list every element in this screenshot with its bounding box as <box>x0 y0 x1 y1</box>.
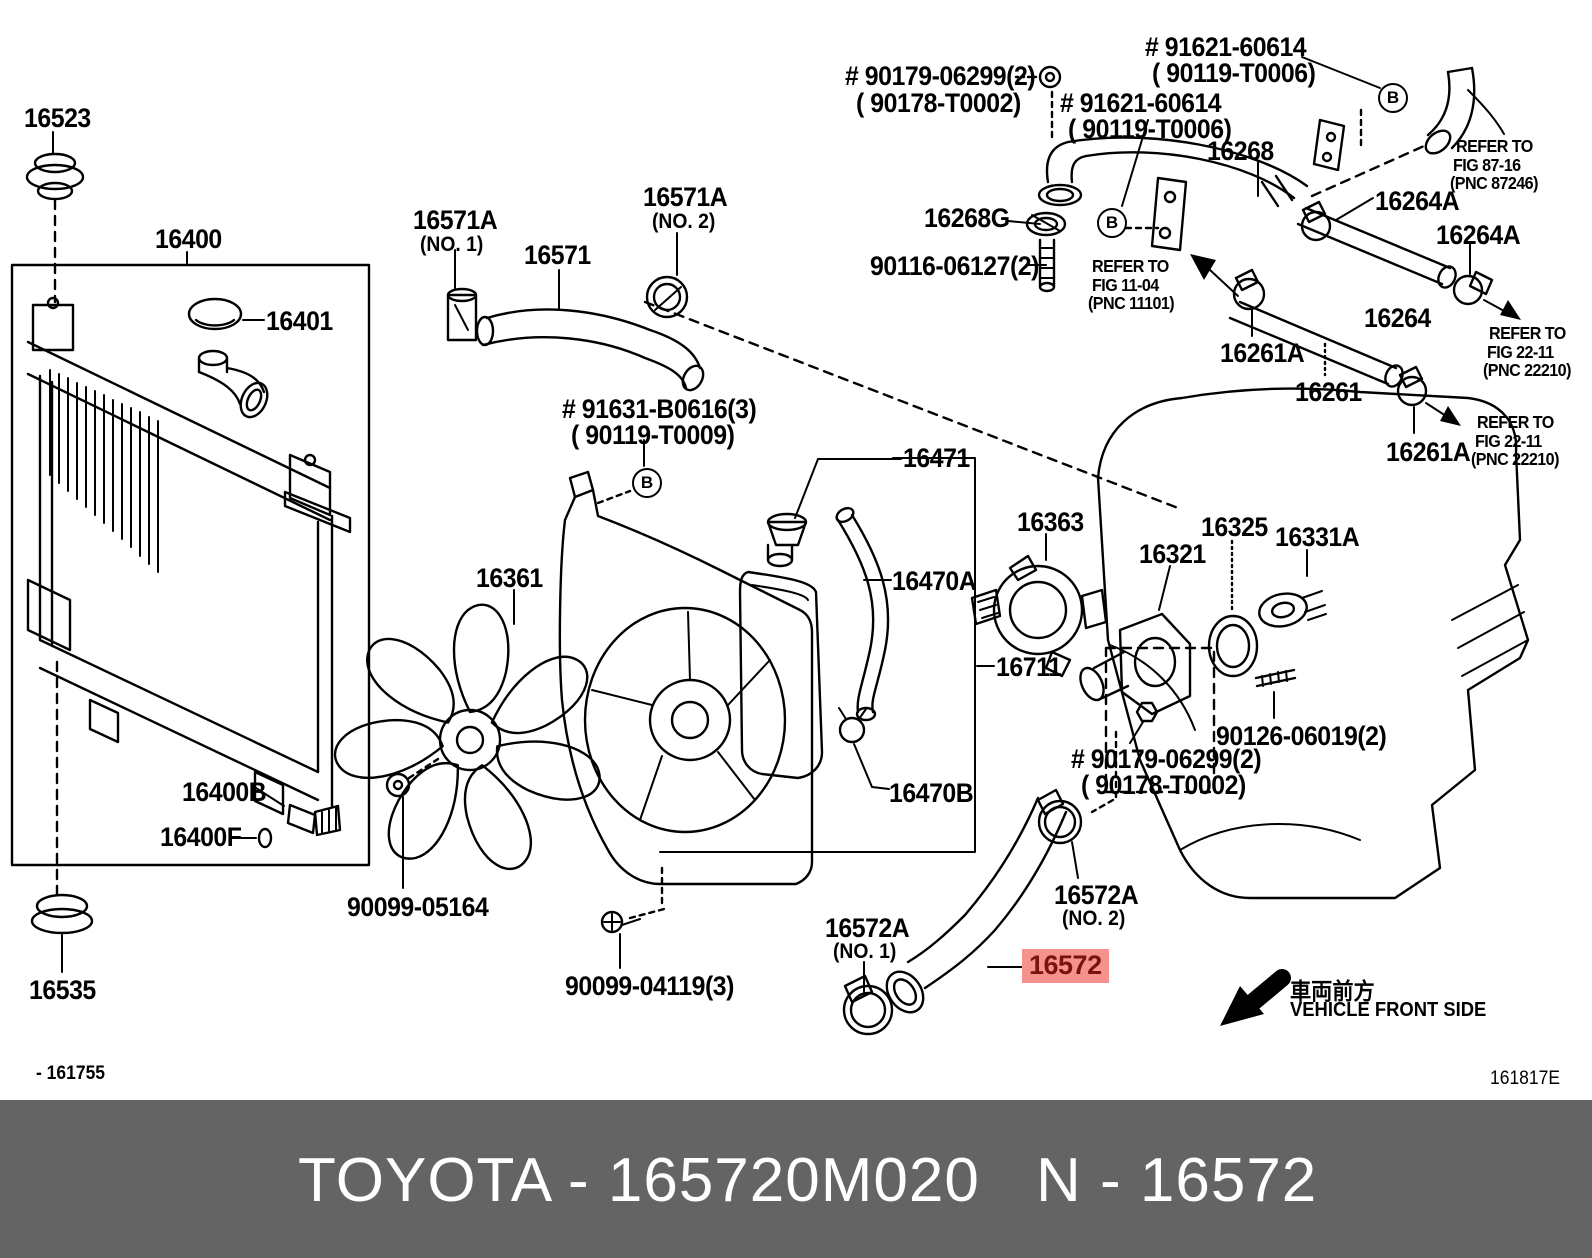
part-label-16571a-2: 16571A <box>643 182 728 212</box>
part-label-16261: 16261 <box>1295 377 1362 407</box>
part-label-90099-04119: 90099-04119(3) <box>565 971 734 1001</box>
footer-catalog-number: N - 16572 <box>1036 1146 1318 1215</box>
refer-8716-line2: FIG 87-16 <box>1453 155 1521 175</box>
part-label-16261a-1: 16261A <box>1220 338 1305 368</box>
refer-8716-line3: (PNC 87246) <box>1450 173 1538 193</box>
part-label-16572-highlighted[interactable]: 16572 <box>1022 949 1109 983</box>
outlet-hose-drawing <box>842 788 1083 1036</box>
doc-code-left: - 161755 <box>36 1063 106 1084</box>
part-label-16264a-1: 16264A <box>1375 186 1460 216</box>
part-label-91621-2: # 91621-60614 <box>1060 88 1222 118</box>
part-label-90119t0006-2: ( 90119-T0006) <box>1068 114 1232 144</box>
refer-1104-line3: (PNC 11101) <box>1088 293 1175 313</box>
cooling-fan-drawing <box>333 589 601 870</box>
part-label-90099-05164: 90099-05164 <box>347 892 489 922</box>
fan-shroud-drawing <box>558 457 995 969</box>
b-circle-leaders <box>596 439 645 505</box>
part-label-16571a-1: 16571A <box>413 205 498 235</box>
part-label-90179-top: # 90179-06299(2) <box>845 61 1036 91</box>
part-label-91621-1: # 91621-60614 <box>1145 32 1307 62</box>
part-label-16572a-1: 16572A <box>825 913 910 943</box>
engine-outline-drawing <box>1096 387 1530 900</box>
part-label-16363: 16363 <box>1017 507 1084 537</box>
part-label-16571a-2-no: (NO. 2) <box>652 210 716 233</box>
part-label-16571a-1-no: (NO. 1) <box>420 233 484 256</box>
part-label-16471: 16471 <box>903 443 970 473</box>
part-label-16470a: 16470A <box>892 566 977 596</box>
part-label-16331a: 16331A <box>1275 522 1360 552</box>
part-label-16264a-2: 16264A <box>1436 220 1521 250</box>
part-label-16535: 16535 <box>29 975 96 1005</box>
part-label-16361: 16361 <box>476 563 543 593</box>
part-label-16400f: 16400F <box>160 822 242 852</box>
radiator-assembly-drawing <box>10 131 440 973</box>
part-label-16268: 16268 <box>1207 136 1274 166</box>
vehicle-front-label-jp: 車両前方 <box>1290 979 1375 1005</box>
part-label-16572a-2-no: (NO. 2) <box>1062 907 1126 930</box>
vehicle-front-arrow <box>1220 969 1291 1026</box>
part-label-16264: 16264 <box>1364 303 1431 333</box>
refer-2211a-line3: (PNC 22210) <box>1483 360 1571 380</box>
part-label-91631: # 91631-B0616(3) <box>562 394 757 424</box>
doc-code-right: 161817E <box>1490 1068 1560 1089</box>
part-label-90116: 90116-06127(2) <box>870 251 1039 281</box>
part-label-16325: 16325 <box>1201 512 1268 542</box>
refer-2211a-line1: REFER TO <box>1489 323 1566 343</box>
b-circle-marker-1: B <box>1378 83 1408 113</box>
inlet-hose-drawing <box>446 232 1180 510</box>
b-circle-marker-2: B <box>1097 208 1127 238</box>
refer-2211b-line2: FIG 22-11 <box>1475 431 1542 451</box>
part-label-90178-bottom: ( 90178-T0002) <box>1081 770 1246 800</box>
part-label-16261a-2: 16261A <box>1386 437 1471 467</box>
part-label-16268g: 16268G <box>924 203 1010 233</box>
refer-2211a-line2: FIG 22-11 <box>1487 342 1554 362</box>
diagram-line-art <box>10 56 1530 1036</box>
part-label-16572a-2: 16572A <box>1054 880 1139 910</box>
part-label-90178-top: ( 90178-T0002) <box>856 88 1021 118</box>
refer-8716-line1: REFER TO <box>1456 136 1533 156</box>
refer-1104-line1: REFER TO <box>1092 256 1169 276</box>
thermostat-group-drawing <box>970 533 1327 814</box>
reserve-tank-drawing <box>738 458 902 790</box>
part-label-16400b: 16400B <box>182 777 267 807</box>
part-label-90119t0009: ( 90119-T0009) <box>571 420 735 450</box>
vehicle-front-label-en: VEHICLE FRONT SIDE <box>1290 999 1487 1021</box>
part-label-16571: 16571 <box>524 240 591 270</box>
part-label-16470b: 16470B <box>889 778 974 808</box>
part-label-16523: 16523 <box>24 103 91 133</box>
part-label-16711: 16711 <box>996 652 1062 682</box>
part-label-90126: 90126-06019(2) <box>1216 721 1387 751</box>
part-label-16321: 16321 <box>1139 539 1206 569</box>
part-label-90179-bottom: # 90179-06299(2) <box>1071 744 1262 774</box>
refer-2211b-line1: REFER TO <box>1477 412 1554 432</box>
refer-1104-line2: FIG 11-04 <box>1092 275 1159 295</box>
refer-2211b-line3: (PNC 22210) <box>1471 449 1559 469</box>
part-label-16400: 16400 <box>155 224 222 254</box>
b-circle-marker-3: B <box>632 468 662 498</box>
part-label-16572a-1-no: (NO. 1) <box>833 940 897 963</box>
footer-brand-part-number: TOYOTA - 165720M020 <box>298 1146 980 1215</box>
bypass-pipe-drawing <box>1007 56 1521 434</box>
part-label-16401: 16401 <box>266 306 333 336</box>
part-label-90119t0006-1: ( 90119-T0006) <box>1152 58 1316 88</box>
footer-bar: TOYOTA - 165720M020 N - 16572 <box>0 1100 1592 1258</box>
